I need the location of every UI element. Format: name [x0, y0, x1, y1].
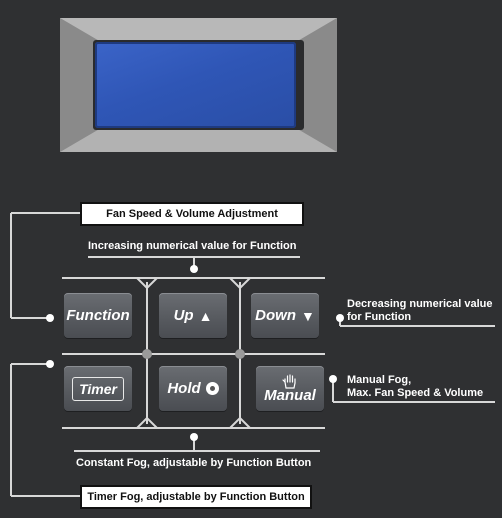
down-button-label: Down	[255, 307, 296, 324]
hold-button[interactable]: Hold	[159, 366, 227, 411]
timer-fog-label: Timer Fog, adjustable by Function Button	[80, 485, 312, 509]
constant-fog-label: Constant Fog, adjustable by Function But…	[76, 457, 312, 469]
down-button[interactable]: Down ▼	[251, 293, 319, 338]
hold-icon	[205, 382, 219, 395]
timer-button[interactable]: Timer	[64, 366, 132, 411]
up-triangle-icon: ▲	[198, 307, 213, 324]
manual-label-line1: Manual Fog,	[347, 374, 412, 386]
up-button[interactable]: Up ▲	[159, 293, 227, 338]
up-button-label: Up	[173, 307, 194, 324]
manual-button-label: Manual	[264, 387, 316, 404]
hold-button-label: Hold	[167, 380, 201, 397]
decreasing-label-line2: for Function	[347, 311, 412, 323]
hand-icon	[282, 374, 296, 389]
decreasing-label-line1: Decreasing numerical value	[347, 298, 493, 310]
timer-button-label: Timer	[79, 380, 117, 397]
timer-frame: Timer	[72, 376, 124, 401]
manual-label-line2: Max. Fan Speed & Volume	[347, 387, 484, 399]
lcd-screen	[95, 42, 296, 128]
down-triangle-icon: ▼	[300, 307, 315, 324]
manual-label: Manual Fog, Max. Fan Speed & Volume	[347, 374, 483, 400]
manual-button[interactable]: Manual	[256, 366, 324, 411]
increasing-label: Increasing numerical value for Function	[88, 240, 297, 252]
decreasing-label: Decreasing numerical value for Function	[347, 298, 493, 324]
fan-speed-label: Fan Speed & Volume Adjustment	[80, 202, 304, 226]
function-button-label: Function	[66, 307, 130, 324]
function-button[interactable]: Function	[64, 293, 132, 338]
